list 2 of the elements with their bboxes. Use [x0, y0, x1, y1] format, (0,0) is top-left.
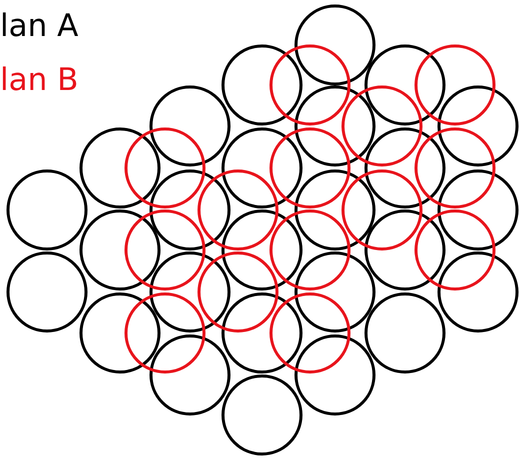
legend-text: lan B [0, 62, 78, 98]
legend-text: lan A [0, 8, 78, 44]
